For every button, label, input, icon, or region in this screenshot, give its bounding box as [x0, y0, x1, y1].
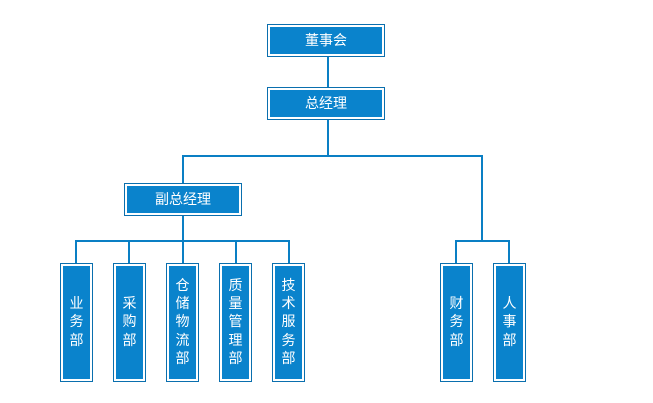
- connector-to-tech-service: [288, 240, 290, 263]
- connector-to-finance: [455, 240, 457, 263]
- node-purchasing-label: 采购部: [122, 296, 137, 349]
- node-gm-label: 总经理: [305, 95, 347, 112]
- node-sales: 业务部: [60, 263, 93, 382]
- connector-to-purchasing: [128, 240, 130, 263]
- node-warehouse: 仓储物流部: [166, 263, 199, 382]
- node-board: 董事会: [267, 24, 385, 57]
- connector-to-sales: [75, 240, 77, 263]
- connector-gm-down: [327, 119, 329, 156]
- node-hr: 人事部: [493, 263, 526, 382]
- node-sales-label: 业务部: [69, 296, 84, 349]
- connector-to-quality: [235, 240, 237, 263]
- connector-board-gm: [327, 56, 329, 87]
- connector-right-trunk: [481, 155, 483, 241]
- connector-to-vgm: [182, 155, 184, 183]
- connector-right-branch: [455, 240, 509, 242]
- node-hr-label: 人事部: [502, 296, 517, 349]
- node-purchasing: 采购部: [113, 263, 146, 382]
- node-gm: 总经理: [267, 87, 385, 120]
- connector-vgm-down: [182, 215, 184, 241]
- connector-to-hr: [508, 240, 510, 263]
- node-quality: 质量管理部: [219, 263, 252, 382]
- connector-to-warehouse: [182, 240, 184, 263]
- node-vgm: 副总经理: [124, 183, 242, 216]
- connector-top-branch: [182, 155, 483, 157]
- node-tech-service-label: 技术服务部: [281, 278, 296, 367]
- node-board-label: 董事会: [305, 32, 347, 49]
- node-vgm-label: 副总经理: [155, 191, 211, 208]
- node-quality-label: 质量管理部: [228, 278, 243, 367]
- node-finance-label: 财务部: [449, 296, 464, 349]
- node-tech-service: 技术服务部: [272, 263, 305, 382]
- node-warehouse-label: 仓储物流部: [175, 278, 190, 367]
- node-finance: 财务部: [440, 263, 473, 382]
